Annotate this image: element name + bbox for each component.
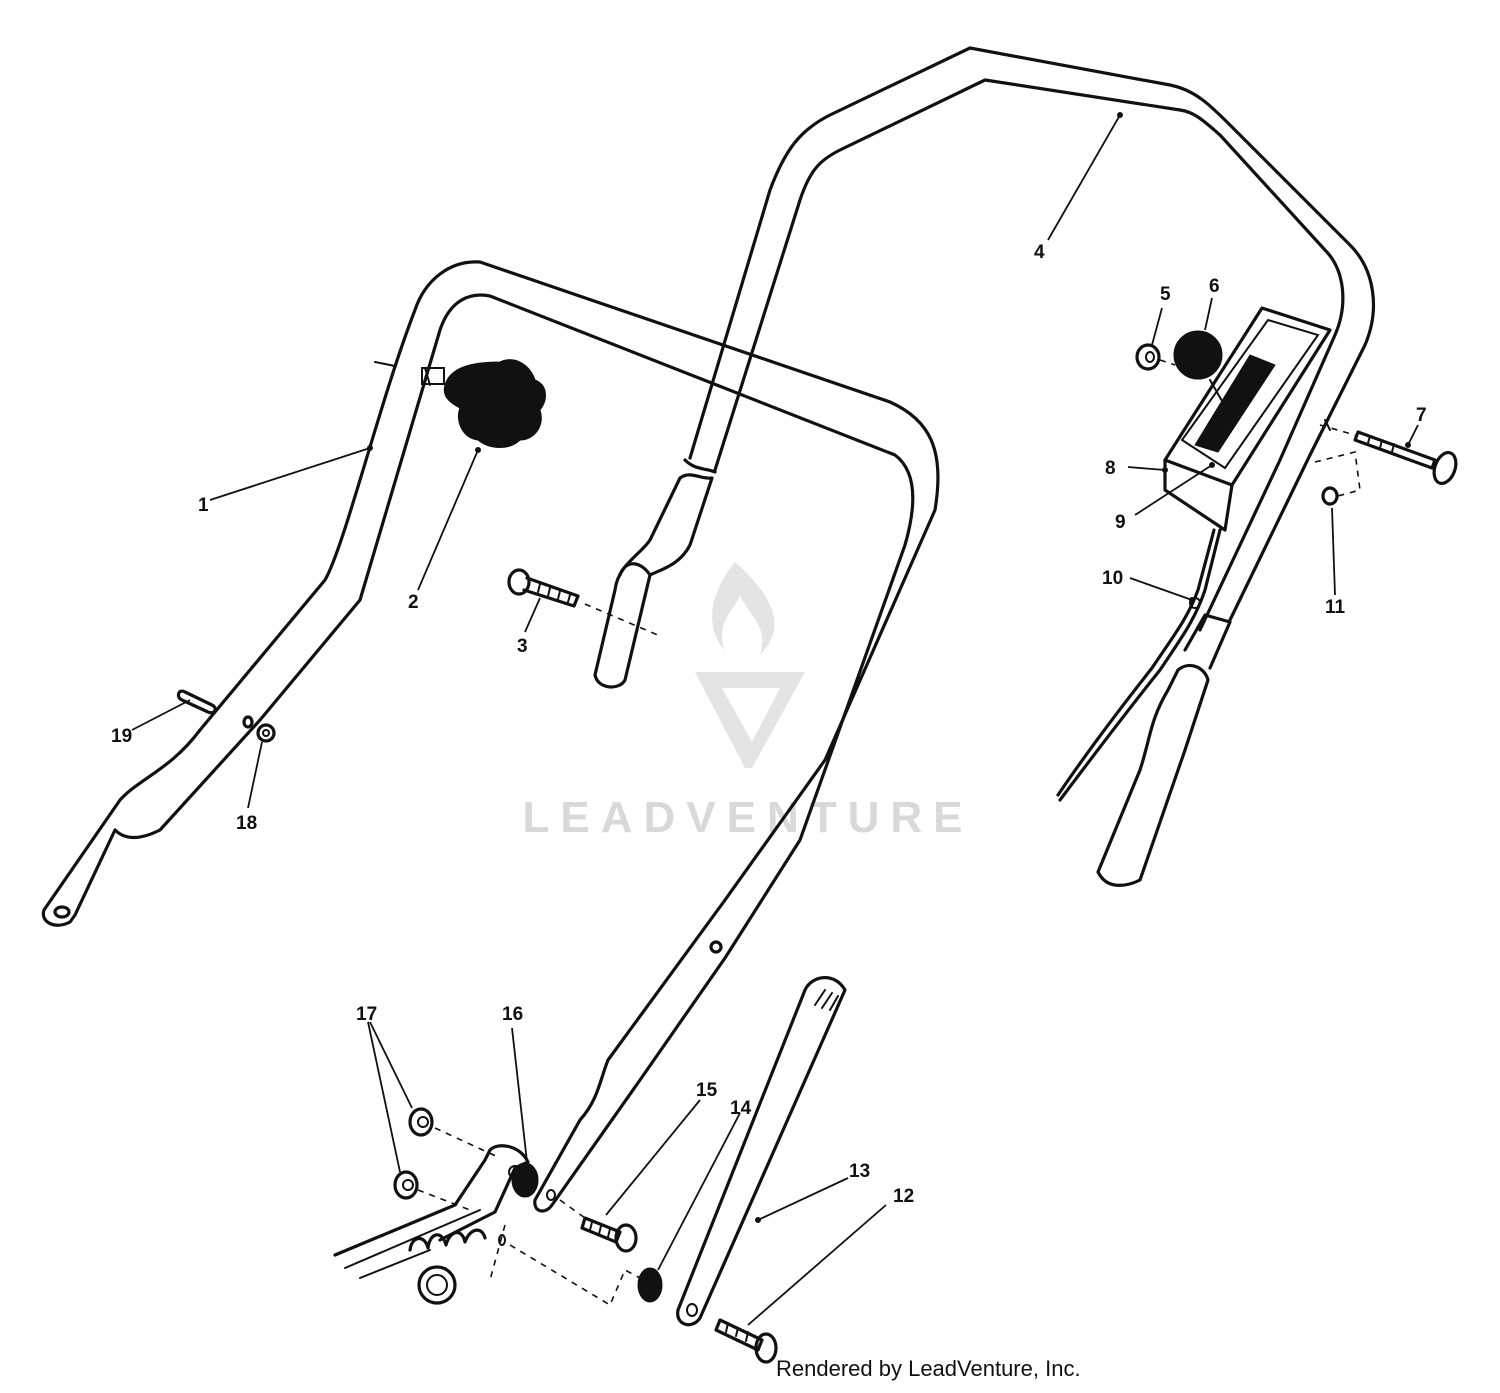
callout-15: 15 bbox=[696, 1080, 718, 1101]
callout-10: 10 bbox=[1102, 568, 1123, 589]
grommet-part-16 bbox=[511, 1162, 539, 1198]
callout-4: 4 bbox=[1034, 242, 1045, 263]
nut-part-5 bbox=[1135, 343, 1176, 371]
watermark-text: LEADVENTURE bbox=[522, 793, 973, 842]
callout-8: 8 bbox=[1105, 458, 1116, 479]
callout-7: 7 bbox=[1416, 405, 1427, 426]
lever-knob-part-6 bbox=[1173, 330, 1223, 380]
bolt-part-3 bbox=[507, 568, 661, 637]
cable-part-10 bbox=[1056, 528, 1222, 802]
callout-9: 9 bbox=[1115, 512, 1126, 533]
callout-numbers: 1 2 3 4 5 6 7 8 9 10 11 12 13 14 15 16 1… bbox=[111, 242, 1427, 1207]
bolt-part-19 bbox=[176, 689, 217, 715]
control-box bbox=[1163, 306, 1332, 532]
callout-2: 2 bbox=[408, 592, 419, 613]
callout-11: 11 bbox=[1325, 597, 1346, 618]
nut-part-11 bbox=[1314, 451, 1361, 506]
callout-13: 13 bbox=[849, 1161, 870, 1182]
bolt-part-7 bbox=[1319, 419, 1458, 486]
callout-18: 18 bbox=[236, 813, 257, 834]
callout-12: 12 bbox=[893, 1186, 914, 1207]
render-credit: Rendered by LeadVenture, Inc. bbox=[776, 1356, 1081, 1381]
callout-3: 3 bbox=[517, 636, 528, 657]
lower-handle bbox=[41, 260, 940, 1213]
nuts-part-17 bbox=[393, 1107, 501, 1211]
callout-14: 14 bbox=[730, 1098, 752, 1119]
upper-handle bbox=[593, 46, 1376, 887]
grommet-part-14 bbox=[637, 1267, 663, 1303]
callout-1: 1 bbox=[198, 495, 209, 516]
watermark-logo bbox=[695, 562, 805, 768]
assembly-line-bracket bbox=[489, 1224, 506, 1281]
bolt-part-12 bbox=[714, 1318, 778, 1364]
assembly-line-14 bbox=[509, 1244, 641, 1307]
knob-part-2 bbox=[421, 359, 546, 448]
leader-lines bbox=[131, 112, 1419, 1326]
strap-part-13 bbox=[676, 976, 847, 1327]
nut-part-18 bbox=[256, 723, 276, 743]
callout-17: 17 bbox=[356, 1004, 377, 1025]
callout-6: 6 bbox=[1209, 276, 1220, 297]
callout-19: 19 bbox=[111, 726, 132, 747]
bolt-part-15 bbox=[546, 1189, 638, 1253]
callout-16: 16 bbox=[502, 1004, 523, 1025]
callout-5: 5 bbox=[1160, 284, 1171, 305]
deck-bracket bbox=[333, 1144, 530, 1305]
